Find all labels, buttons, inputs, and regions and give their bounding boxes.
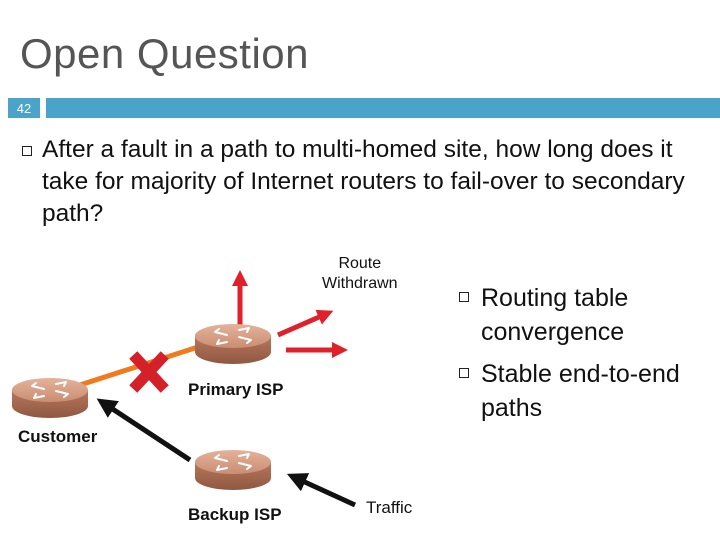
bullet-box-icon [459,292,469,302]
question-text: After a fault in a path to multi-homed s… [42,136,685,227]
bullet-box-icon [22,146,32,156]
traffic-arrow-to-customer [96,398,192,463]
bullet-box-icon [459,368,469,378]
title-underline-bar [46,98,720,118]
customer-label: Customer [18,427,98,446]
withdraw-arrow-right [276,309,334,338]
backup-isp-label: Backup ISP [188,505,282,524]
primary-isp-router-icon [194,323,272,365]
primary-isp-label: Primary ISP [188,380,284,399]
side-bullet-stable-paths: Stable end-to-end paths [481,360,680,422]
route-withdrawn-label: Route Withdrawn [322,255,398,292]
traffic-label: Traffic [366,498,413,517]
side-bullet-convergence: Routing table convergence [481,284,629,346]
slide-title: Open Question [20,30,310,77]
traffic-arrow-to-backup [286,473,357,508]
backup-isp-router-icon [194,449,272,491]
customer-router-icon [11,377,89,419]
slide-number: 42 [8,98,40,118]
fault-x-icon [129,351,169,393]
